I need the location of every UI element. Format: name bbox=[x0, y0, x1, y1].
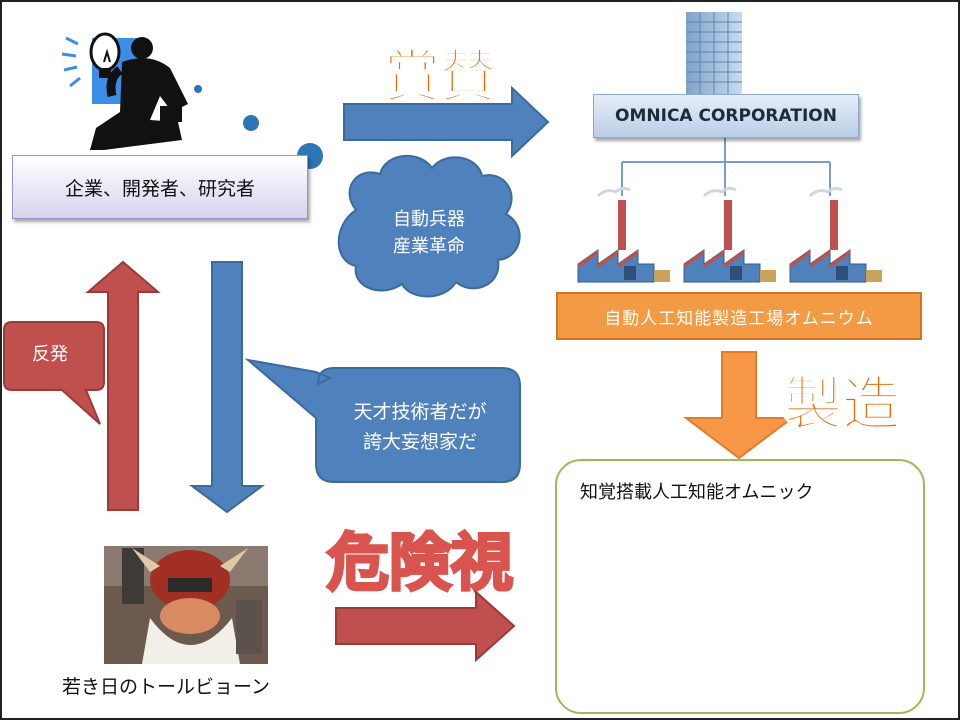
factory-icon bbox=[577, 186, 670, 283]
cloud-text: 自動兵器 産業革命 bbox=[356, 206, 502, 260]
torbjorn-caption: 若き日のトールビョーン bbox=[62, 676, 271, 698]
idea-businessman-icon bbox=[61, 32, 188, 150]
opinion-bubble bbox=[244, 358, 521, 483]
products-label: 知覚搭載人工知能オムニック bbox=[580, 482, 814, 503]
bubble-line: 天才技術者だが bbox=[353, 401, 487, 423]
backlash-arrow bbox=[85, 260, 161, 511]
org-connectors bbox=[621, 136, 831, 196]
omnica-corporation-box: OMNICA CORPORATION bbox=[593, 94, 859, 138]
cloud-line: 産業革命 bbox=[393, 236, 465, 257]
factory-icon bbox=[789, 186, 882, 283]
praise-label: 賞賛 bbox=[384, 45, 496, 110]
praise-arrow bbox=[343, 85, 550, 159]
danger-arrow bbox=[335, 589, 516, 663]
manufacture-label: 製造 bbox=[784, 370, 900, 438]
manufacture-arrow bbox=[683, 351, 795, 460]
thought-dot-medium bbox=[243, 115, 259, 131]
companies-box: 企業、開発者、研究者 bbox=[12, 155, 308, 219]
headquarters-building-icon bbox=[686, 12, 742, 94]
cloud-shape bbox=[337, 154, 521, 298]
factory-box: 自動人工知能製造工場オムニウム bbox=[556, 292, 922, 340]
bubble-text: 天才技術者だが 誇大妄想家だ bbox=[318, 397, 522, 457]
backlash-text: 反発 bbox=[32, 344, 68, 365]
downward-arrow bbox=[188, 261, 266, 514]
cloud-line: 自動兵器 bbox=[393, 209, 465, 230]
bubble-line: 誇大妄想家だ bbox=[362, 431, 477, 453]
thought-dot-small bbox=[194, 85, 202, 93]
factory-icon bbox=[683, 186, 776, 283]
danger-label: 危険視 bbox=[327, 526, 513, 599]
torbjorn-portrait bbox=[104, 546, 268, 664]
backlash-callout bbox=[3, 321, 105, 425]
products-box bbox=[555, 459, 925, 714]
